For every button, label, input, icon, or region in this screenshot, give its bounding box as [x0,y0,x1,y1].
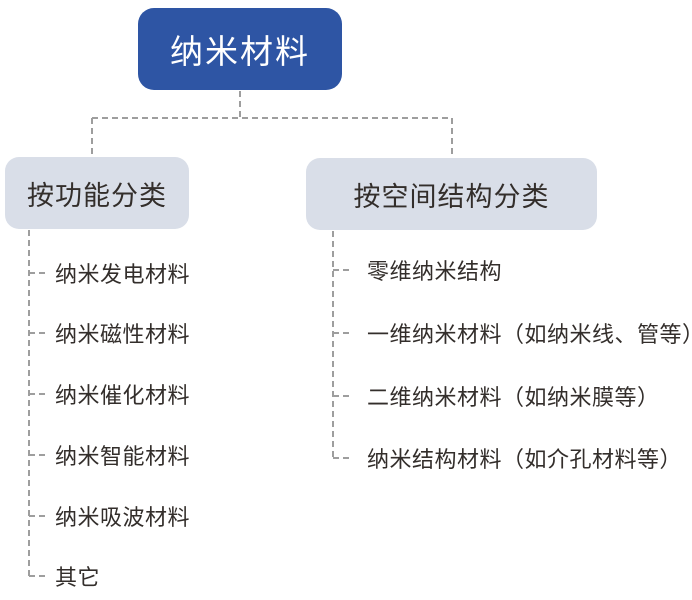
leaf-item-function-6: 其它 [55,565,101,590]
leaf-item-structure-4: 纳米结构材料（如介孔材料等） [367,447,683,472]
root-node-nanomaterials: 纳米材料 [138,8,342,90]
leaf-item-structure-2: 一维纳米材料（如纳米线、管等） [367,322,692,347]
leaf-item-function-1: 纳米发电材料 [55,262,191,287]
leaf-item-structure-3: 二维纳米材料（如纳米膜等） [367,385,660,410]
leaf-item-function-5: 纳米吸波材料 [55,505,191,530]
branch-node-by-function: 按功能分类 [5,157,189,229]
leaf-item-function-4: 纳米智能材料 [55,444,191,469]
leaf-item-function-3: 纳米催化材料 [55,383,191,408]
branch-node-by-spatial-structure: 按空间结构分类 [306,158,597,230]
leaf-item-function-2: 纳米磁性材料 [55,322,191,347]
leaf-item-structure-1: 零维纳米结构 [367,259,503,284]
